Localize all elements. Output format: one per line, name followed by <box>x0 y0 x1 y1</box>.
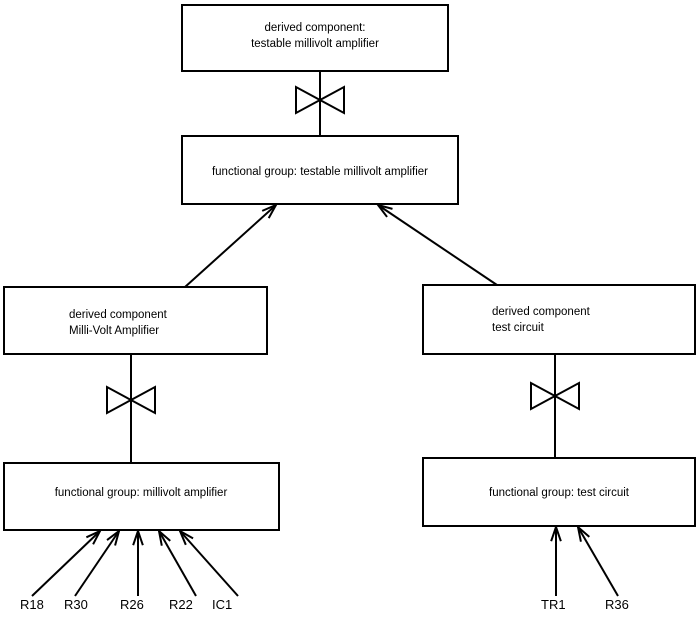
functional-group-testable-millivolt-amplifier-box[interactable]: functional group: testable millivolt amp… <box>181 135 459 205</box>
arrow-shaft <box>577 526 619 597</box>
box-label-line: test circuit <box>492 322 545 334</box>
leaf-label-ic1: IC1 <box>212 597 232 612</box>
leaf-label-tr1: TR1 <box>541 597 566 612</box>
bowtie-connector-top <box>295 71 345 136</box>
bowtie-right-triangle <box>128 385 156 415</box>
leaf-label-r36: R36 <box>605 597 629 612</box>
bowtie-connector-left <box>106 354 156 463</box>
bowtie-layer <box>106 71 580 463</box>
leaf-label-r30: R30 <box>64 597 88 612</box>
arrow-shaft <box>31 530 101 597</box>
functional-group-test-circuit-box[interactable]: functional group: test circuit <box>422 457 696 527</box>
arrow-shaft <box>184 204 277 288</box>
bowtie-left-triangle <box>295 85 323 115</box>
box-label-line: derived component: <box>264 22 365 34</box>
leaf-label-r26: R26 <box>120 597 144 612</box>
box-label-line: derived component <box>69 309 168 321</box>
box-label-line: functional group: test circuit <box>489 487 630 499</box>
arrow-shaft <box>377 204 498 286</box>
arrow-shaft <box>179 530 239 597</box>
bowtie-left-triangle <box>106 385 134 415</box>
arrow-shaft <box>158 530 197 597</box>
leaf-label-r18: R18 <box>20 597 44 612</box>
box-label-line: Milli-Volt Amplifier <box>69 325 159 337</box>
functional-group-millivolt-amplifier-box[interactable]: functional group: millivolt amplifier <box>3 462 280 531</box>
box-label-line: derived component <box>492 306 591 318</box>
arrow-shaft <box>74 530 120 597</box>
bowtie-right-triangle <box>552 381 580 411</box>
box-label-line: functional group: millivolt amplifier <box>55 487 228 499</box>
bowtie-connector-right <box>530 354 580 458</box>
derived-component-testable-millivolt-amplifier-box[interactable]: derived component: testable millivolt am… <box>181 4 449 72</box>
leaf-label-layer: R18 R30 R26 R22 IC1 TR1 R36 <box>20 597 629 612</box>
leaf-label-r22: R22 <box>169 597 193 612</box>
box-outline <box>3 286 268 355</box>
box-label-line: functional group: testable millivolt amp… <box>212 166 428 178</box>
bowtie-left-triangle <box>530 381 558 411</box>
derived-component-test-circuit-box[interactable]: derived component test circuit <box>422 284 696 355</box>
box-outline <box>3 462 280 531</box>
box-outline <box>422 284 696 355</box>
box-outline <box>181 4 449 72</box>
box-label-line: testable millivolt amplifier <box>251 38 379 50</box>
box-outline <box>181 135 459 205</box>
box-layer: derived component: testable millivolt am… <box>3 4 696 531</box>
box-outline <box>422 457 696 527</box>
bowtie-right-triangle <box>317 85 345 115</box>
